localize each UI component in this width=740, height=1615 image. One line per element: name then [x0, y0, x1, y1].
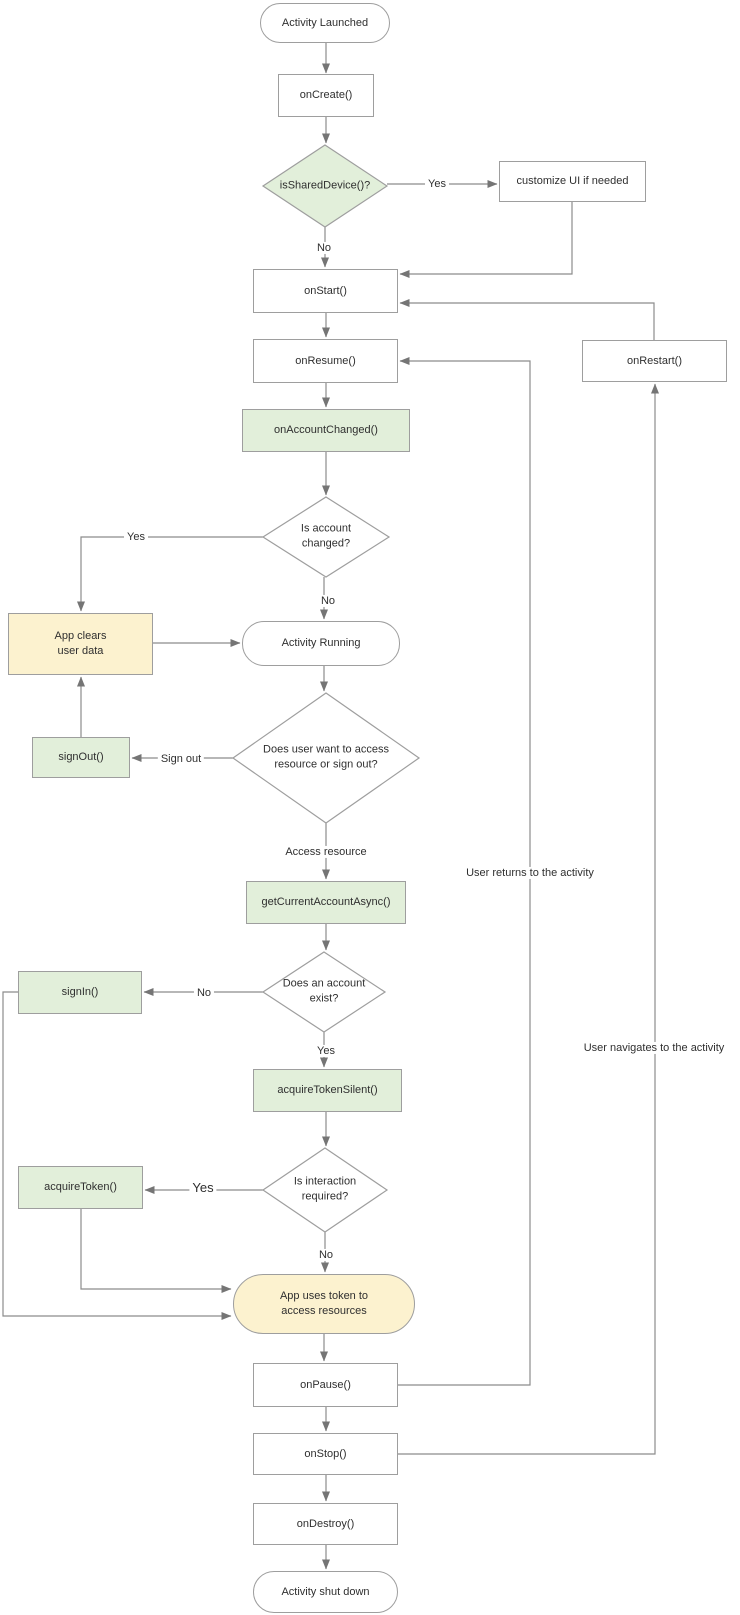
decision-label-is-account-changed: Is account changed? — [300, 522, 352, 550]
decision-does-user-want — [231, 692, 421, 824]
edge-label-shared-no: No — [313, 241, 335, 255]
decision-label-does-account-exist: Does an account exist? — [282, 977, 366, 1005]
edge-label-user-returns: User returns to the activity — [463, 866, 597, 880]
decision-is-interaction-required — [261, 1147, 389, 1233]
node-onstart: onStart() — [253, 269, 398, 313]
edge-onrestart-to-onstart — [399, 299, 655, 340]
node-onpause: onPause() — [253, 1363, 398, 1407]
decision-label-is-interaction-required: Is interaction required? — [293, 1175, 357, 1203]
node-onresume: onResume() — [253, 339, 398, 383]
decision-is-account-changed — [261, 496, 391, 578]
node-signout: signOut() — [32, 737, 130, 778]
edge-label-account-changed-yes: Yes — [124, 530, 148, 544]
node-activity-running: Activity Running — [242, 621, 400, 666]
decision-label-does-user-want: Does user want to access resource or sig… — [263, 743, 389, 771]
edge-label-account-changed-no: No — [317, 594, 339, 608]
edge-isaccountchanged-yes — [77, 536, 263, 612]
node-ondestroy: onDestroy() — [253, 1503, 398, 1545]
node-acquiretoken: acquireToken() — [18, 1166, 143, 1209]
node-onrestart: onRestart() — [582, 340, 727, 382]
edge-label-account-exist-yes: Yes — [314, 1044, 338, 1058]
edge-signin-to-appusestoken — [2, 991, 232, 1320]
node-activity-launched: Activity Launched — [260, 3, 390, 43]
decision-label-is-shared-device: isSharedDevice()? — [279, 179, 371, 192]
edge-label-interaction-yes: Yes — [189, 1180, 217, 1196]
node-customize-ui: customize UI if needed — [499, 161, 646, 202]
edge-label-account-exist-no: No — [193, 986, 215, 1000]
node-acquiretokensilent: acquireTokenSilent() — [253, 1069, 402, 1112]
edge-label-user-navigates: User navigates to the activity — [580, 1041, 728, 1055]
node-onstop: onStop() — [253, 1433, 398, 1475]
edge-customizeui-to-onstart — [399, 202, 573, 278]
edge-label-access-resource: Access resource — [282, 845, 370, 859]
edge-onstop-to-onrestart-user-navigates — [398, 383, 659, 1455]
edge-label-sign-out: Sign out — [157, 752, 205, 766]
node-signin: signIn() — [18, 971, 142, 1014]
node-getcurrentaccountasync: getCurrentAccountAsync() — [246, 881, 406, 924]
node-activity-shut-down: Activity shut down — [253, 1571, 398, 1613]
decision-does-account-exist — [261, 951, 387, 1033]
node-oncreate: onCreate() — [278, 74, 374, 117]
edge-label-shared-yes: Yes — [425, 177, 449, 191]
node-app-clears-user-data: App clears user data — [8, 613, 153, 675]
node-onaccountchanged: onAccountChanged() — [242, 409, 410, 452]
decision-is-shared-device — [261, 144, 389, 228]
node-app-uses-token: App uses token to access resources — [233, 1274, 415, 1334]
edge-label-interaction-no: No — [315, 1248, 337, 1262]
edge-acquiretoken-to-appusestoken — [80, 1209, 232, 1293]
